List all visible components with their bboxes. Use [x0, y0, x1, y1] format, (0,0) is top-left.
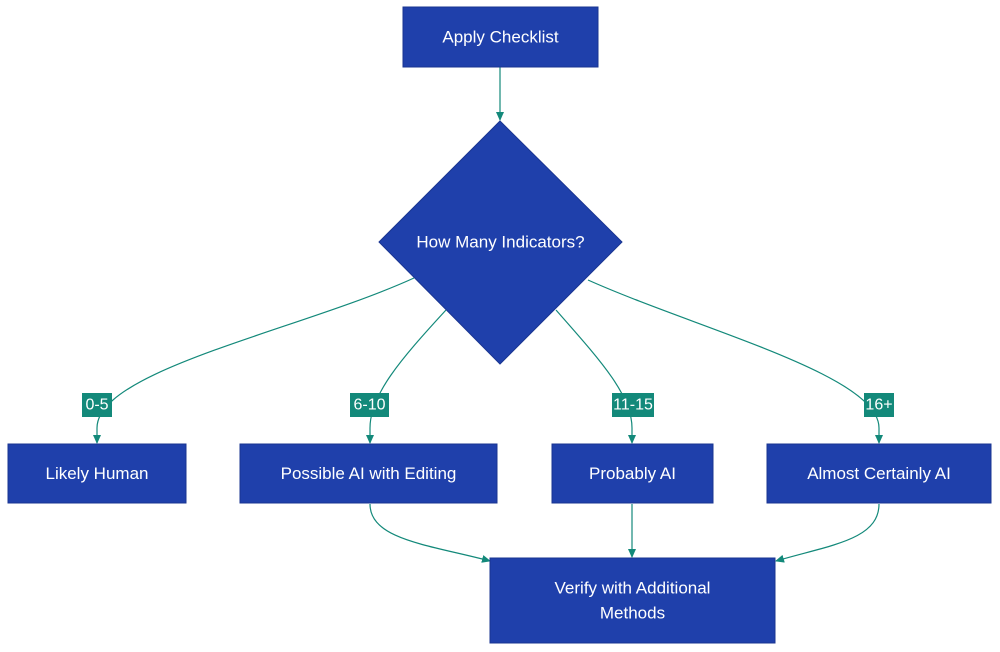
node-verify-label-line2: Methods: [600, 604, 665, 623]
edge-decision-to-probably-ai: [555, 309, 636, 444]
node-almost-certainly-ai: Almost Certainly AI: [766, 443, 992, 504]
node-apply-checklist: Apply Checklist: [402, 6, 599, 68]
edge-label-6-10-text: 6-10: [353, 397, 385, 414]
edge-possible-ai-to-verify: [369, 503, 491, 563]
edge-label-16-plus: 16+: [864, 393, 894, 417]
node-decision: How Many Indicators?: [378, 120, 623, 365]
edge-label-6-10: 6-10: [350, 393, 389, 417]
edge-almost-certainly-ai-to-verify: [775, 503, 880, 563]
node-almost-certainly-ai-label: Almost Certainly AI: [807, 464, 951, 483]
node-apply-checklist-label: Apply Checklist: [442, 28, 558, 47]
edge-decision-to-possible-ai: [366, 309, 447, 444]
edge-label-0-5: 0-5: [82, 393, 112, 417]
edge-label-0-5-text: 0-5: [85, 397, 108, 414]
node-decision-label: How Many Indicators?: [416, 233, 584, 252]
node-verify-additional-methods: Verify with Additional Methods: [489, 557, 776, 644]
node-likely-human-label: Likely Human: [46, 464, 149, 483]
node-possible-ai-label: Possible AI with Editing: [281, 464, 457, 483]
edge-label-11-15-text: 11-15: [613, 397, 653, 414]
node-likely-human: Likely Human: [7, 443, 187, 504]
edge-decision-to-likely-human: [93, 277, 415, 444]
edge-label-16-plus-text: 16+: [865, 397, 892, 414]
node-probably-ai: Probably AI: [551, 443, 714, 504]
node-possible-ai-with-editing: Possible AI with Editing: [239, 443, 498, 504]
node-verify-label-line1: Verify with Additional: [555, 579, 711, 598]
node-probably-ai-label: Probably AI: [589, 464, 676, 483]
edge-label-11-15: 11-15: [612, 393, 654, 417]
